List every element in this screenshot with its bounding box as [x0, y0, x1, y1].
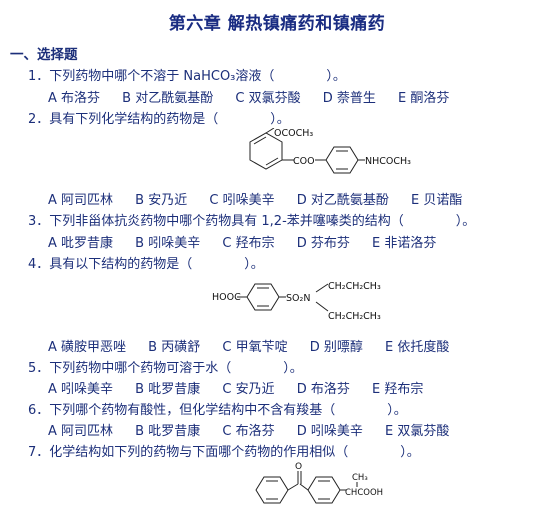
q4-label-propyl-2: CH₂CH₂CH₃ — [328, 311, 381, 322]
q3-option-c: C 羟布宗 — [222, 236, 275, 251]
q6-option-d: D 吲哚美辛 — [296, 424, 363, 439]
q6-option-a: A 阿司匹林 — [48, 424, 114, 439]
section-heading: 一、选择题 — [10, 47, 78, 63]
question-7-structure: O CH₃ CHCOOH — [255, 462, 383, 504]
q5-option-c: C 安乃近 — [222, 382, 275, 397]
q7-label-o: O — [295, 462, 302, 472]
q2-option-c: C 吲哚美辛 — [209, 193, 275, 208]
q4-label-so2n: SO₂N — [286, 293, 310, 304]
question-4-options: A 磺胺甲恶唑 B 丙磺舒 C 甲氧苄啶 D 别嘌醇 E 依托度酸 — [48, 336, 467, 355]
q2-label-coo: COO — [293, 156, 315, 167]
q2-option-d: D 对乙酰氨基酚 — [296, 193, 389, 208]
question-5-options: A 吲哚美辛 B 吡罗昔康 C 安乃近 D 布洛芬 E 羟布宗 — [48, 378, 441, 397]
q3-option-b: B 吲哚美辛 — [135, 236, 201, 251]
q5-option-e: E 羟布宗 — [372, 382, 424, 397]
q1-option-e: E 酮洛芬 — [398, 91, 450, 106]
q3-option-d: D 芬布芬 — [296, 236, 350, 251]
q1-option-b: B 对乙酰氨基酚 — [122, 91, 214, 106]
q1-option-c: C 双氯芬酸 — [235, 91, 301, 106]
question-2-structure: OCOCH₃ COO NHCOCH₃ — [249, 128, 411, 174]
q4-option-c: C 甲氧苄啶 — [222, 340, 288, 355]
q5-option-d: D 布洛芬 — [296, 382, 350, 397]
q4-option-e: E 依托度酸 — [385, 340, 450, 355]
q2-option-e: E 贝诺酯 — [411, 193, 463, 208]
question-3-stem: 3．下列非甾体抗炎药物中哪个药物具有 1,2-苯并噻嗪类的结构（ ）。 — [28, 214, 476, 229]
question-4-stem: 4．具有以下结构的药物是（ ）。 — [28, 257, 264, 272]
q7-label-ch3: CH₃ — [352, 473, 368, 483]
question-2-options: A 阿司匹林 B 安乃近 C 吲哚美辛 D 对乙酰氨基酚 E 贝诺酯 — [48, 189, 480, 208]
q2-label-nhcoch3: NHCOCH₃ — [365, 156, 411, 167]
q4-option-d: D 别嘌醇 — [309, 340, 363, 355]
q2-option-a: A 阿司匹林 — [48, 193, 114, 208]
q4-option-a: A 磺胺甲恶唑 — [48, 340, 127, 355]
q2-option-b: B 安乃近 — [135, 193, 188, 208]
question-6-options: A 阿司匹林 B 吡罗昔康 C 布洛芬 D 吲哚美辛 E 双氯芬酸 — [48, 420, 467, 439]
question-3-options: A 吡罗昔康 B 吲哚美辛 C 羟布宗 D 芬布芬 E 非诺洛芬 — [48, 232, 454, 251]
q4-label-hooc: HOOC — [212, 292, 241, 303]
q2-label-ococh3: OCOCH₃ — [274, 128, 313, 139]
question-1-options: A 布洛芬 B 对乙酰氨基酚 C 双氯芬酸 D 萘普生 E 酮洛芬 — [48, 87, 467, 106]
q6-option-b: B 吡罗昔康 — [135, 424, 201, 439]
q3-option-a: A 吡罗昔康 — [48, 236, 114, 251]
q7-label-chcooh: CHCOOH — [345, 488, 383, 498]
q5-option-a: A 吲哚美辛 — [48, 382, 114, 397]
question-1-stem: 1．下列药物中哪个不溶于 NaHCO₃溶液（ ）。 — [28, 69, 346, 84]
q4-label-propyl-1: CH₂CH₂CH₃ — [328, 281, 381, 292]
q6-option-c: C 布洛芬 — [222, 424, 275, 439]
chapter-title: 第六章 解热镇痛药和镇痛药 — [168, 14, 386, 34]
question-5-stem: 5．下列药物中哪个药物可溶于水（ ）。 — [28, 361, 303, 376]
question-7-stem: 7．化学结构如下列的药物与下面哪个药物的作用相似（ ）。 — [28, 445, 420, 460]
question-4-structure: HOOC SO₂N CH₂CH₂CH₃ CH₂CH₂CH₃ — [212, 281, 381, 322]
q4-option-b: B 丙磺舒 — [148, 340, 201, 355]
q1-option-a: A 布洛芬 — [48, 91, 101, 106]
q1-option-d: D 萘普生 — [322, 91, 376, 106]
q5-option-b: B 吡罗昔康 — [135, 382, 201, 397]
question-6-stem: 6．下列哪个药物有酸性，但化学结构中不含有羧基（ ）。 — [28, 403, 407, 418]
q3-option-e: E 非诺洛芬 — [372, 236, 437, 251]
q6-option-e: E 双氯芬酸 — [385, 424, 450, 439]
question-2-stem: 2．具有下列化学结构的药物是（ ）。 — [28, 112, 290, 127]
